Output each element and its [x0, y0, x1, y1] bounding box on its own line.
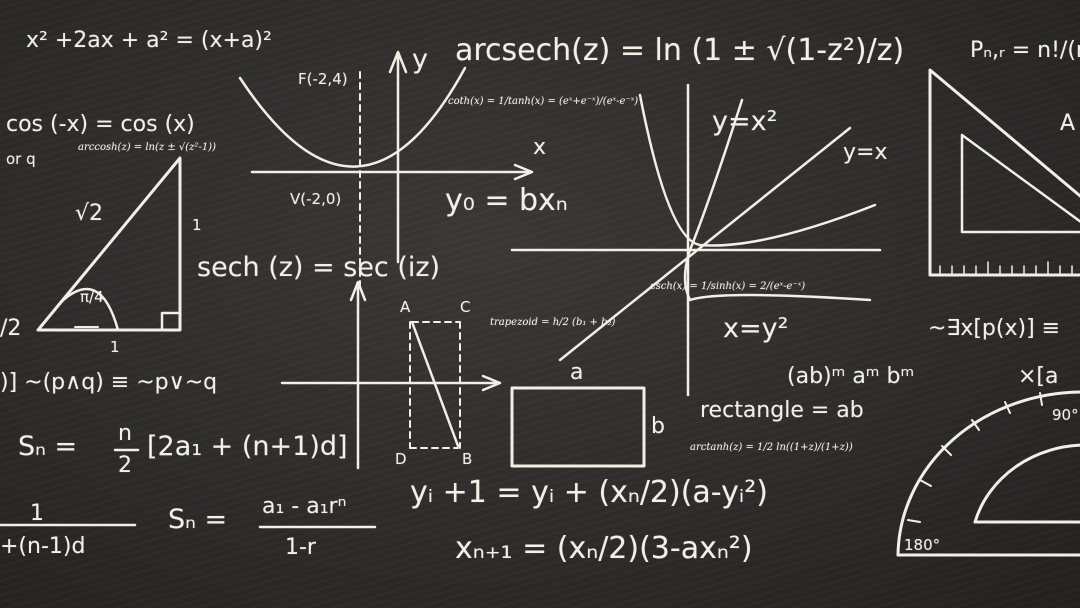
formula-demorgan: )] ~(p∧q) ≡ ~p∨~q [0, 370, 218, 395]
formula-square: x² +2ax + a² = (x+a)² [26, 28, 272, 53]
ruler-triangle [928, 68, 1080, 277]
formula-power: (ab)ᵐ aᵐ bᵐ [787, 364, 915, 389]
formula-exists: ~∃x[p(x)] ≡ [928, 316, 1061, 341]
label-x-y2: x=y² [723, 313, 789, 344]
label-rect-a: a [570, 360, 584, 385]
formula-arctanh: arctanh(z) = 1/2 ln((1+z)/(1+z)) [690, 442, 853, 453]
formula-arccosh: arccosh(z) = ln(z ± √(z²-1)) [78, 142, 216, 153]
segment-ab [410, 320, 460, 448]
label-pt-b: B [462, 450, 473, 468]
formula-cos-even: cos (-x) = cos (x) [6, 112, 195, 137]
protractor-ticks [907, 392, 1043, 523]
formula-x-a-partial: ×[a [1018, 364, 1059, 389]
sn1-num: n [118, 421, 132, 446]
protractor-inner-arc [973, 443, 1080, 524]
right-triangle [36, 156, 182, 332]
sn2-left: Sₙ = [168, 504, 228, 535]
formula-y0: y₀ = bxₙ [445, 183, 568, 218]
formula-yi: yᵢ +1 = yᵢ + (xₙ/2)(a-yᵢ²) [410, 475, 768, 510]
angle-arc [58, 287, 120, 332]
sn2-num: a₁ - a₁rⁿ [262, 494, 347, 519]
label-axis-y: y [412, 44, 428, 75]
formula-rectangle: rectangle = ab [700, 398, 864, 423]
line-y-equals-x [558, 126, 852, 362]
label-deg180: 180° [904, 536, 941, 554]
sn1-den: 2 [118, 453, 132, 478]
parabola-x-arrow [513, 163, 534, 181]
sn2-den: 1-r [285, 535, 316, 560]
protractor [896, 390, 1080, 557]
frac-den: +(n-1)d [0, 534, 86, 559]
sn1-left: Sₙ = [18, 431, 78, 462]
label-side-half-left: /2 [0, 316, 22, 341]
ruler-outline [928, 68, 1080, 277]
formula-arcsech: arcsech(z) = ln (1 ± √(1-z²)/z) [455, 33, 905, 68]
label-pt-a: A [400, 298, 411, 316]
label-y-x: y=x [843, 140, 888, 165]
label-pt-c: C [460, 298, 471, 316]
parabola-graph [238, 50, 534, 291]
formula-coth: coth(x) = 1/tanh(x) = (eˣ+e⁻ˣ)/(eˣ-e⁻ˣ) [448, 96, 639, 107]
rectangle-shape [510, 386, 646, 468]
label-side-one-right: 1 [192, 216, 202, 234]
ruler-inner [960, 133, 1080, 234]
formula-perm: Pₙ,ᵣ = n!/(n-r)! [970, 38, 1080, 63]
label-sqrt2: √2 [75, 201, 104, 226]
label-point-v: V(-2,0) [290, 190, 342, 208]
protractor-outer-arc [896, 390, 1080, 557]
formula-sech: sech (z) = sec (iz) [197, 252, 441, 283]
label-y-x2: y=x² [712, 106, 778, 137]
triangle-outline [36, 156, 182, 332]
label-deg90: 90° [1052, 406, 1079, 424]
parabola-y-arrow [388, 50, 408, 74]
curve-x-squared [638, 93, 877, 247]
frac-num: 1 [30, 501, 44, 526]
formula-trapezoid: trapezoid = h/2 (b₁ + b₂) [490, 317, 616, 328]
formula-xn: xₙ₊₁ = (xₙ/2)(3-axₙ²) [455, 531, 753, 566]
right-angle-mark [160, 311, 182, 332]
parabola-curve [238, 66, 467, 168]
formula-or-q: or q [6, 150, 36, 168]
ruler-ticks [939, 261, 1073, 276]
label-point-f: F(-2,4) [298, 70, 348, 88]
label-rect-b: b [651, 414, 665, 439]
label-axis-x: x [533, 135, 547, 160]
curve-hyperbolic [683, 98, 872, 302]
label-angle: π/4 [80, 288, 104, 306]
formula-csch: csch(x) = 1/sinh(x) = 2/(eˣ-e⁻ˣ) [650, 281, 806, 292]
label-pt-d: D [395, 450, 407, 468]
hyperbolic-graph [510, 83, 882, 397]
label-side-one-bottom: 1 [110, 338, 120, 356]
vector-diagram [280, 280, 502, 470]
label-a-right: A [1060, 111, 1076, 136]
sn1-body: [2a₁ + (n+1)d] [147, 431, 348, 462]
